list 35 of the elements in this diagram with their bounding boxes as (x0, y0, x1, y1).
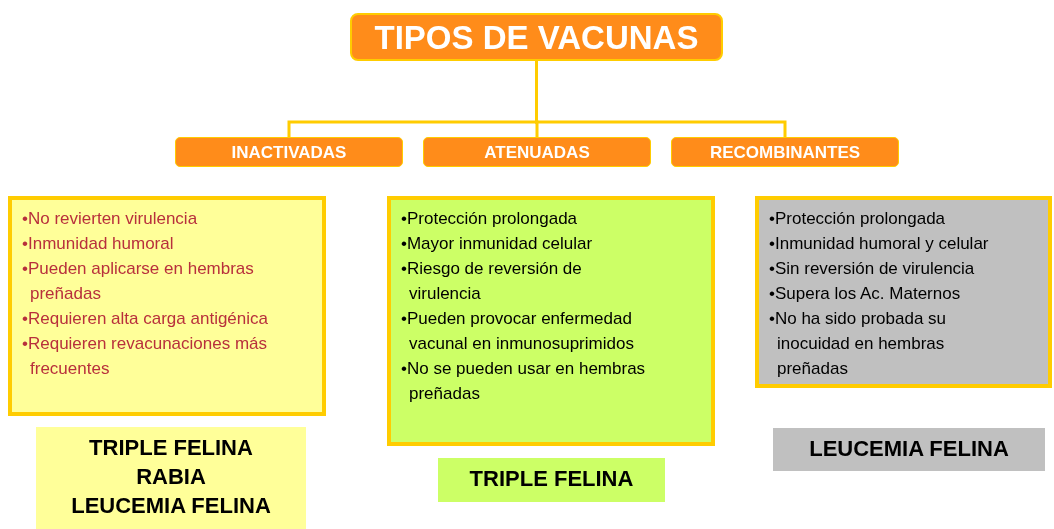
bullet-item: •Sin reversión de virulencia (769, 258, 976, 280)
bullet-item: •Pueden provocar enfermedad vacunal en inmunosuprimidos (401, 308, 635, 355)
bullet-item: •Mayor inmunidad celular (401, 233, 594, 255)
example-box (773, 428, 1045, 471)
bullet-item: •Requieren revacunaciones más frecuentes (22, 333, 269, 380)
category-label: INACTIVADAS (230, 143, 348, 163)
bullet-item: •Inmunidad humoral (22, 233, 175, 255)
category-box (423, 137, 651, 167)
bullet-item: •Requieren alta carga antigénica (22, 308, 269, 330)
example-box (438, 458, 665, 502)
bullet-item: •No ha sido probada su inocuidad en hembras preñadas (769, 308, 947, 380)
vaccine-name: TRIPLE FELINA (88, 434, 254, 462)
feature-list-box (387, 196, 715, 446)
vaccine-name: RABIA (135, 463, 207, 491)
feature-list-box (8, 196, 326, 416)
feature-list-box (755, 196, 1052, 388)
category-box (671, 137, 899, 167)
bullet-item: •Riesgo de reversión de virulencia (401, 258, 583, 305)
category-box (175, 137, 403, 167)
title-text: TIPOS DE VACUNAS (373, 19, 700, 57)
bullet-item: •No se pueden usar en hembras preñadas (401, 358, 646, 405)
category-label: ATENUADAS (483, 143, 591, 163)
bullet-item: •Protección prolongada (769, 208, 947, 230)
vaccine-name: TRIPLE FELINA (468, 465, 635, 493)
vaccine-name: LEUCEMIA FELINA (808, 435, 1010, 463)
category-label: RECOMBINANTES (708, 143, 862, 163)
bullet-item: •Supera los Ac. Maternos (769, 283, 962, 305)
title-box (350, 13, 723, 61)
vaccine-name: LEUCEMIA FELINA (70, 492, 272, 520)
bullet-item: •No revierten virulencia (22, 208, 199, 230)
connector-line (535, 61, 787, 137)
bullet-item: •Protección prolongada (401, 208, 579, 230)
bullet-item: •Pueden aplicarse en hembras preñadas (22, 258, 255, 305)
example-box (36, 427, 306, 529)
bullet-item: •Inmunidad humoral y celular (769, 233, 990, 255)
